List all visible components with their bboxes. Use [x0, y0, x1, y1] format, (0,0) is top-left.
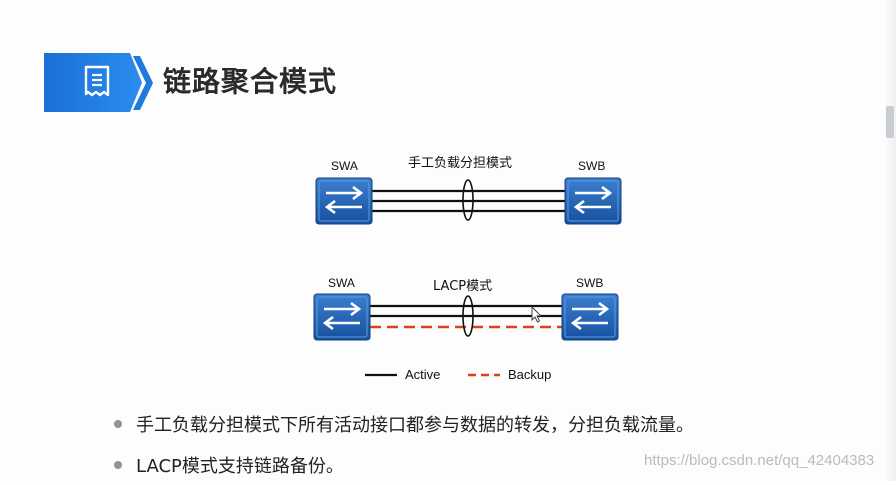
switch-label-swb: SWB: [576, 276, 603, 290]
switch-label-swa: SWA: [331, 159, 358, 173]
switch-label-swb: SWB: [578, 159, 605, 173]
bullet-list: 手工负载分担模式下所有活动接口都参与数据的转发，分担负载流量。 LACP模式支持…: [112, 404, 694, 485]
list-item: 手工负载分担模式下所有活动接口都参与数据的转发，分担负载流量。: [112, 404, 694, 444]
watermark: https://blog.csdn.net/qq_42404383: [644, 452, 875, 469]
bullet-text: 手工负载分担模式下所有活动接口都参与数据的转发，分担负载流量。: [136, 415, 694, 436]
mode-label-manual: 手工负载分担模式: [408, 156, 512, 171]
page-title: 链路聚合模式: [163, 65, 338, 98]
aggregation-ellipse: [462, 295, 474, 337]
switch-label-swa: SWA: [328, 276, 355, 290]
scroll-handle[interactable]: [886, 106, 894, 138]
switch-icon[interactable]: [313, 293, 371, 341]
bullet-dot: [114, 420, 122, 428]
manual-mode-group: SWA SWB 手工负载分担模式: [315, 156, 622, 225]
mode-label-lacp: LACP模式: [433, 279, 492, 294]
aggregation-ellipse: [462, 179, 474, 221]
mouse-cursor-icon: [531, 305, 543, 323]
legend-active-label: Active: [405, 367, 440, 382]
document-icon: [84, 65, 110, 97]
legend: Active Backup: [365, 367, 551, 382]
switch-icon[interactable]: [564, 177, 622, 225]
switch-icon[interactable]: [561, 293, 619, 341]
list-item: LACP模式支持链路备份。: [112, 445, 694, 485]
bullet-text: LACP模式支持链路备份。: [136, 456, 344, 477]
lacp-mode-group: SWA SWB LACP模式: [313, 276, 619, 341]
chevron-right-icon: [133, 56, 153, 110]
bullet-dot: [114, 461, 122, 469]
legend-backup-label: Backup: [508, 367, 551, 382]
header-banner: [44, 53, 142, 112]
switch-icon[interactable]: [315, 177, 373, 225]
